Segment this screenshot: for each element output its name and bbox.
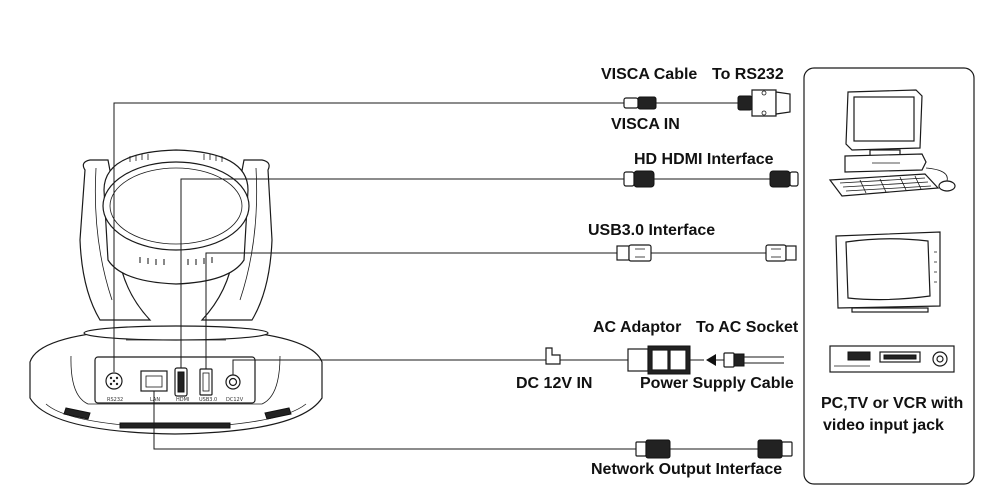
dc-line: [232, 359, 546, 375]
connection-lines: [113, 102, 636, 450]
usb-port[interactable]: [199, 368, 213, 396]
ac-adaptor-label: AC Adaptor: [593, 319, 682, 336]
usb-cable: [616, 244, 797, 262]
dc-port-label: DC12V: [226, 397, 244, 403]
rs232-port-label: RS232: [107, 397, 123, 403]
visca-in-label: VISCA IN: [611, 116, 680, 133]
hdmi-port[interactable]: [174, 367, 188, 397]
to-rs232-label: To RS232: [712, 66, 784, 83]
visca-cable: [623, 89, 791, 117]
power-supply-cable-label: Power Supply Cable: [640, 375, 794, 392]
network-output-label: Network Output Interface: [591, 461, 783, 478]
visca-line: [113, 102, 624, 372]
rs232-port[interactable]: [105, 372, 123, 390]
hdmi-port-label: HDMI: [176, 397, 189, 403]
network-cable: [635, 439, 793, 459]
lan-port[interactable]: [140, 370, 168, 392]
visca-cable-label: VISCA Cable: [601, 66, 698, 83]
vent-slots-bottom: [139, 257, 213, 265]
vent-slots-top: [129, 154, 223, 162]
devices-caption-line2: video input jack: [823, 417, 944, 434]
dc-in-label: DC 12V IN: [516, 375, 593, 392]
lan-port-label: LAN: [150, 397, 160, 403]
usb-interface-label: USB3.0 Interface: [588, 222, 716, 239]
hdmi-interface-label: HD HDMI Interface: [634, 151, 774, 168]
ptz-camera: RS232 LAN HDMI USB3.0 DC12V: [29, 149, 323, 435]
devices-caption-line1: PC,TV or VCR with: [821, 395, 964, 412]
power-supply: [545, 345, 784, 375]
vcr-device-icon: [829, 345, 955, 373]
tv-monitor-icon: [835, 231, 941, 313]
pc-computer-icon: [828, 89, 956, 197]
usb-line: [205, 252, 617, 369]
hdmi-cable: [623, 170, 799, 188]
hdmi-line: [180, 178, 624, 368]
to-ac-socket-label: To AC Socket: [696, 319, 799, 336]
usb-port-label: USB3.0: [199, 397, 217, 403]
dc-power-port[interactable]: [225, 374, 241, 390]
lan-line: [153, 391, 636, 450]
